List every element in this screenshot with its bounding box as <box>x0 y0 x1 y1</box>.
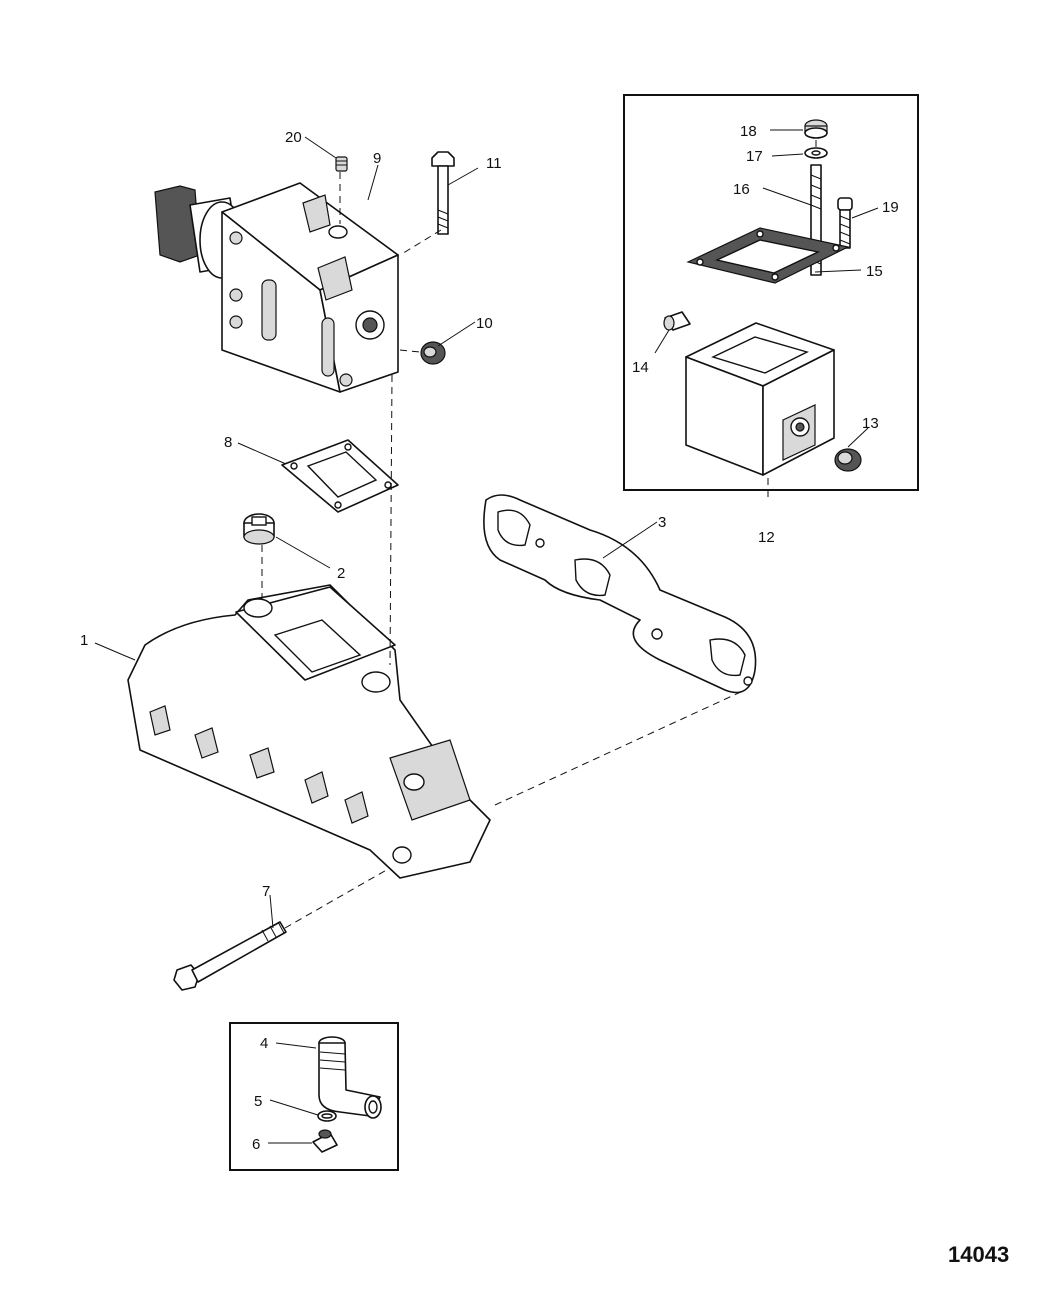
inset-box-riser-kit <box>623 94 919 491</box>
part-4-elbow-fitting <box>318 1036 382 1119</box>
callout-19: 19 <box>882 199 899 216</box>
callout-17: 17 <box>746 148 763 165</box>
part-11-bolt <box>431 151 455 235</box>
part-10-plug <box>420 341 446 365</box>
callout-20: 20 <box>285 129 302 146</box>
callout-13: 13 <box>862 415 879 432</box>
part-20-set-screw <box>335 156 348 172</box>
part-15-gasket <box>686 227 850 284</box>
callout-3: 3 <box>658 514 666 531</box>
part-7-bolt <box>173 921 287 991</box>
callout-10: 10 <box>476 315 493 332</box>
callout-6: 6 <box>252 1136 260 1153</box>
part-18-nut <box>804 119 828 139</box>
callout-2: 2 <box>337 565 345 582</box>
callout-9: 9 <box>373 150 381 167</box>
callout-18: 18 <box>740 123 757 140</box>
part-8-gasket <box>281 439 399 513</box>
part-1-exhaust-manifold <box>127 584 491 879</box>
inset-box-elbow-fitting <box>229 1022 399 1171</box>
callout-1: 1 <box>80 632 88 649</box>
callout-11: 11 <box>486 155 502 172</box>
part-13-plug <box>834 448 862 472</box>
part-6-fitting <box>312 1129 338 1153</box>
callout-4: 4 <box>260 1035 268 1052</box>
callout-5: 5 <box>254 1093 262 1110</box>
callout-7: 7 <box>262 883 270 900</box>
leader-lines <box>94 129 879 1144</box>
assembly-lines <box>261 140 817 929</box>
part-14-plug <box>663 311 691 331</box>
callout-16: 16 <box>733 181 750 198</box>
part-17-washer <box>804 147 828 159</box>
part-9-exhaust-elbow <box>154 182 399 393</box>
part-2-plug <box>243 513 275 545</box>
callout-labels: 20 9 11 10 8 2 3 1 7 4 5 6 18 17 16 19 1… <box>80 123 899 1153</box>
part-19-stud <box>837 197 853 249</box>
part-12-riser <box>685 322 835 476</box>
figure-number: 14043 <box>948 1242 1009 1267</box>
callout-15: 15 <box>866 263 883 280</box>
part-3-manifold-gasket <box>483 494 757 694</box>
callout-14: 14 <box>632 359 649 376</box>
callout-8: 8 <box>224 434 232 451</box>
part-5-o-ring <box>317 1110 337 1122</box>
callout-12: 12 <box>758 529 775 546</box>
